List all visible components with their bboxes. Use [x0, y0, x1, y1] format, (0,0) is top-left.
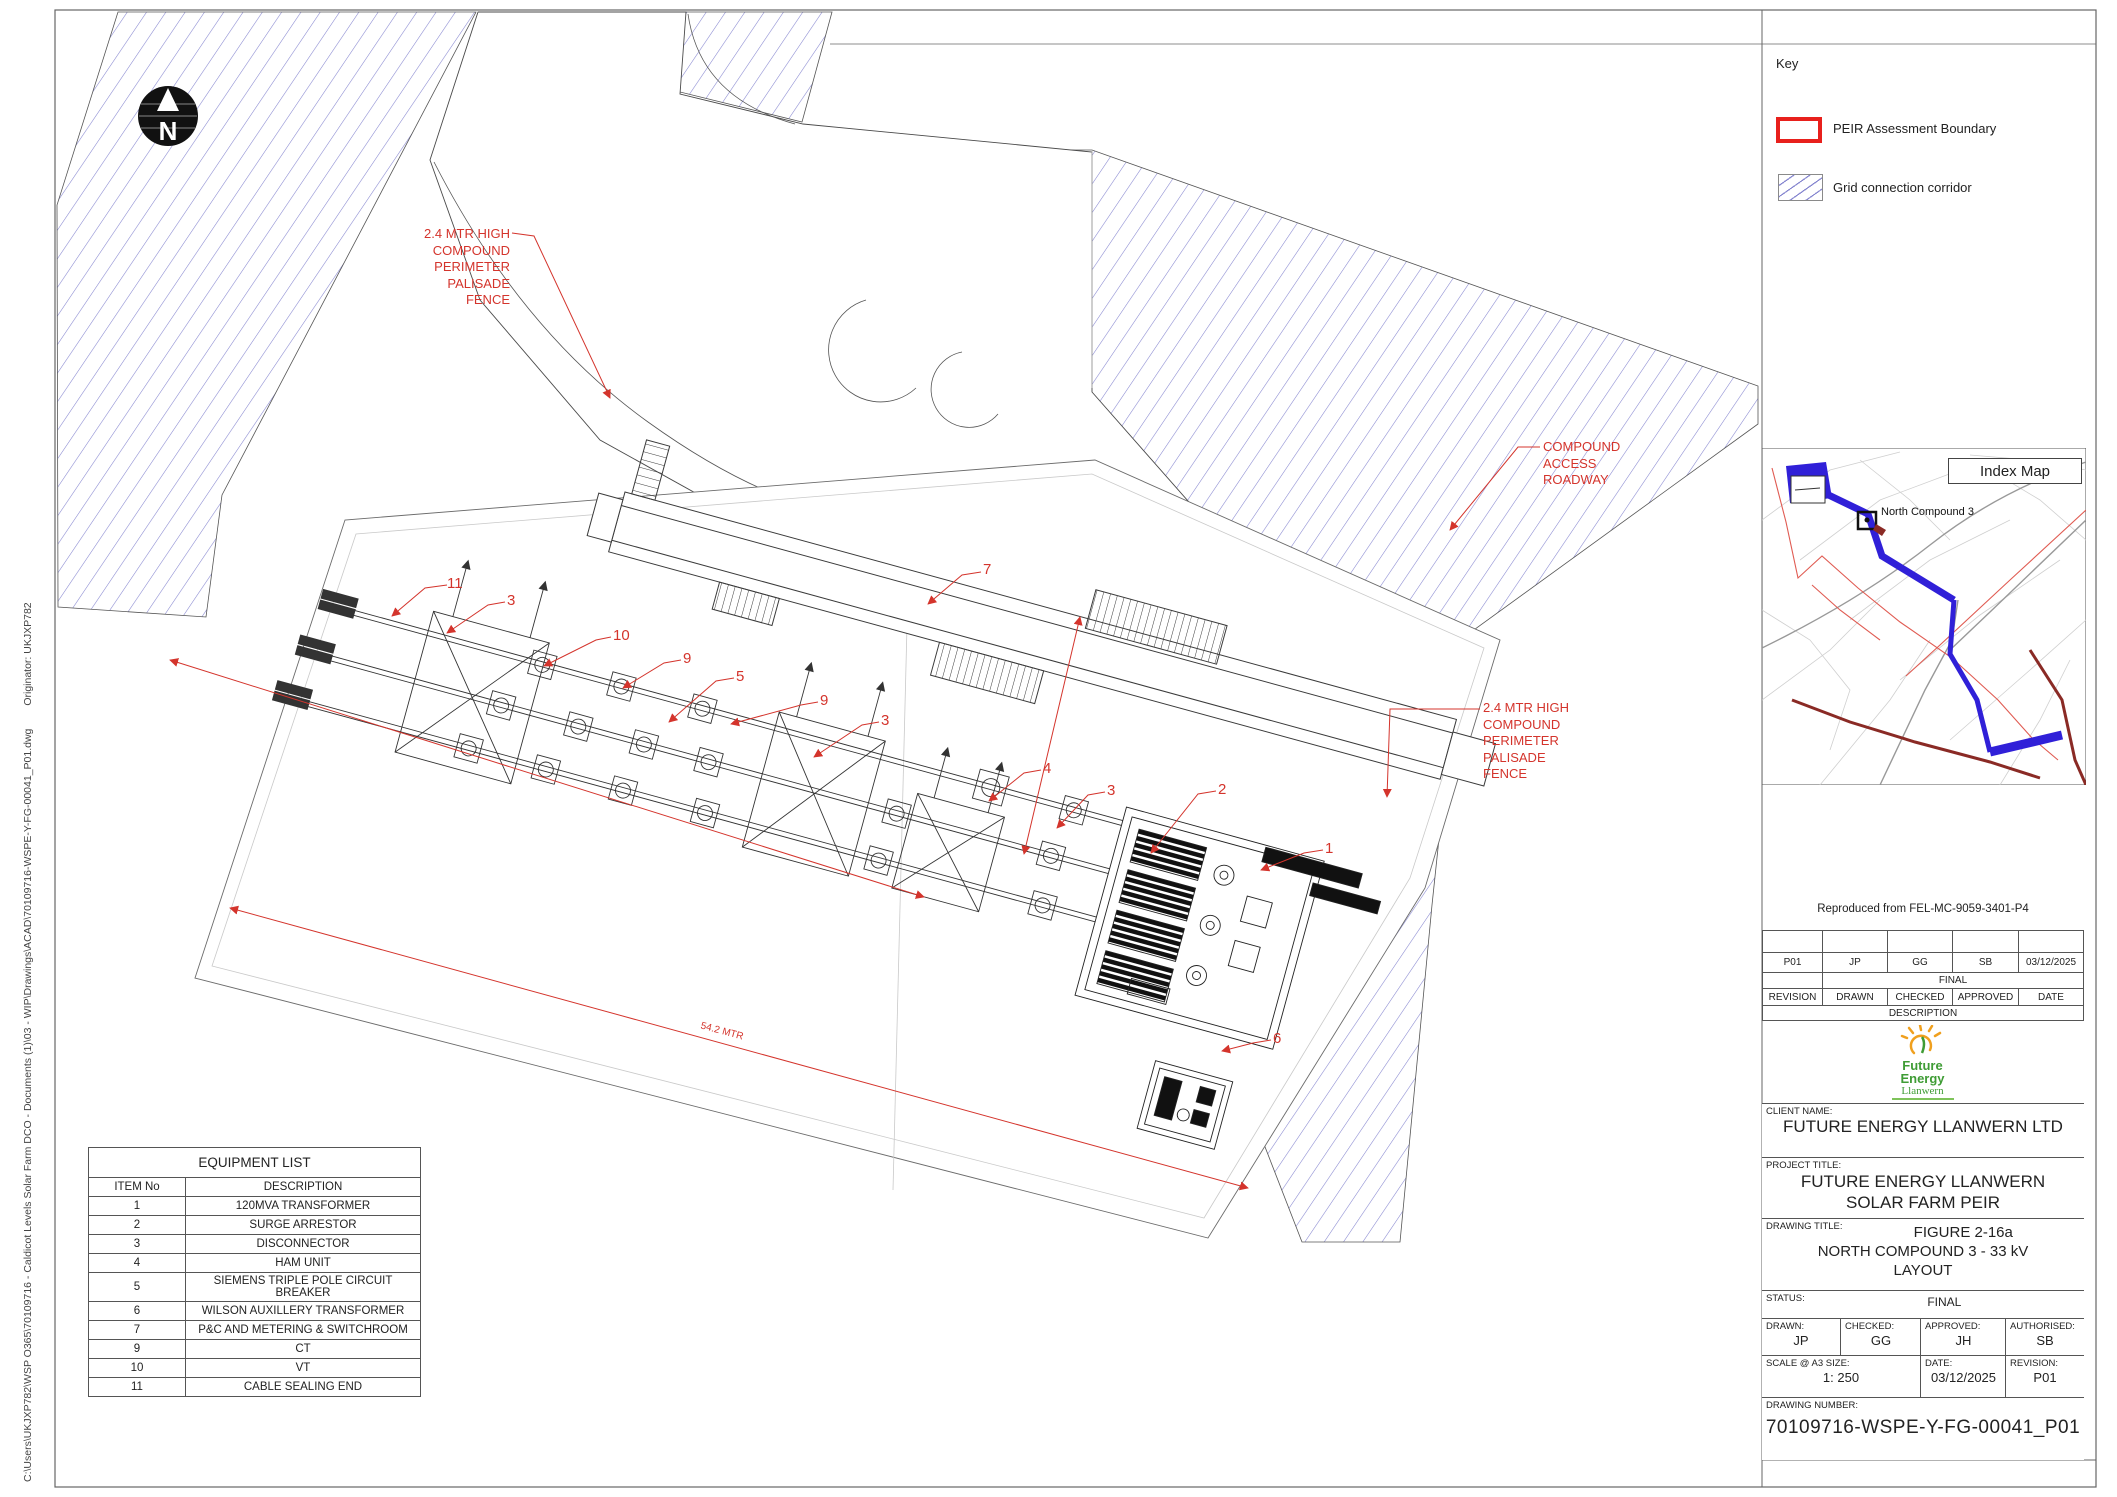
key-title: Key — [1776, 56, 1799, 71]
equipment-list-title: EQUIPMENT LIST — [88, 1147, 421, 1178]
callout-4: 4 — [1043, 760, 1052, 777]
callout-7: 7 — [983, 561, 992, 578]
logo-line3: Llanwern — [1901, 1085, 1944, 1097]
callout-3c: 3 — [1107, 782, 1116, 799]
file-path-margin: C:\Users\UKJXP782\WSP O365\70109716 - Ca… — [22, 602, 34, 1482]
project-title-label: PROJECT TITLE: — [1766, 1160, 1842, 1171]
callout-5: 5 — [736, 668, 745, 685]
north-arrow-icon: N — [138, 86, 198, 146]
checked-value: GG — [1870, 1333, 1892, 1348]
drawing-title-section: DRAWING TITLE: FIGURE 2-16a NORTH COMPOU… — [1762, 1218, 2084, 1291]
peir-boundary-swatch — [1776, 117, 1822, 143]
scale-cell: SCALE @ A3 SIZE: 1: 250 — [1762, 1356, 1920, 1398]
index-map-title: Index Map — [1948, 458, 2082, 484]
drawn-cell: DRAWN: JP — [1762, 1319, 1840, 1356]
fence-annotation-left: 2.4 MTR HIGH COMPOUND PERIMETER PALISADE… — [424, 226, 510, 307]
reproduced-note: Reproduced from FEL-MC-9059-3401-P4 — [1817, 903, 2029, 915]
fence-annotation-right: 2.4 MTR HIGH COMPOUND PERIMETER PALISADE… — [1483, 700, 1569, 781]
checked-cell: CHECKED: GG — [1840, 1319, 1921, 1356]
authorised-cell: AUTHORISED: SB — [2005, 1319, 2084, 1356]
originator-text: Originator: UKJXP782 — [22, 602, 34, 706]
drawn-value: JP — [1793, 1333, 1809, 1348]
callout-3b: 3 — [881, 712, 890, 729]
project-title-section: PROJECT TITLE: FUTURE ENERGY LLANWERN SO… — [1762, 1157, 2084, 1219]
drawing-number-value: 70109716-WSPE-Y-FG-00041_P01 — [1765, 1417, 2081, 1438]
callout-3: 3 — [507, 592, 516, 609]
callout-2: 2 — [1218, 781, 1227, 798]
drawing-number-label: DRAWING NUMBER: — [1766, 1400, 1859, 1411]
revision-table: P01 JP GG SB 03/12/2025 FINAL REVISION D… — [1762, 930, 2084, 1021]
drawing-title-line2: NORTH COMPOUND 3 - 33 kV — [1817, 1243, 2029, 1260]
drawing-number-section: DRAWING NUMBER: 70109716-WSPE-Y-FG-00041… — [1762, 1397, 2084, 1460]
equipment-col-desc: DESCRIPTION — [185, 1177, 421, 1197]
revision-value: P01 — [2033, 1370, 2057, 1385]
future-energy-logo: Future Energy Llanwern — [1762, 1022, 2083, 1103]
logo-line1: Future — [1902, 1058, 1943, 1073]
date-cell: DATE: 03/12/2025 — [1920, 1356, 2006, 1398]
scale-value: 1: 250 — [1822, 1370, 1860, 1385]
callout-9: 9 — [683, 650, 692, 667]
index-map-marker-label: North Compound 3 — [1881, 506, 1974, 518]
client-label: CLIENT NAME: — [1766, 1106, 1833, 1117]
logo-sun-icon — [1900, 1025, 1941, 1055]
callout-10: 10 — [613, 627, 630, 644]
client-name: FUTURE ENERGY LLANWERN LTD — [1783, 1117, 2063, 1136]
logo-line2: Energy — [1900, 1071, 1945, 1086]
grid-corridor-label: Grid connection corridor — [1833, 180, 1972, 195]
revision-final-row: FINAL — [1762, 972, 2084, 989]
peir-boundary-label: PEIR Assessment Boundary — [1833, 121, 1997, 136]
index-map-graphics — [1762, 448, 2086, 785]
revision-cell: REVISION: P01 — [2005, 1356, 2084, 1398]
people-section: DRAWN: JP CHECKED: GG APPROVED: JH AUTHO… — [1762, 1318, 2084, 1356]
red-annotation-lines — [169, 232, 1540, 1191]
client-section: CLIENT NAME: FUTURE ENERGY LLANWERN LTD — [1762, 1103, 2084, 1158]
revision-header-row: REVISION DRAWN CHECKED APPROVED DATE — [1762, 988, 2084, 1006]
roadway-annotation: COMPOUND ACCESS ROADWAY — [1543, 439, 1621, 487]
status-label: STATUS: — [1766, 1293, 1805, 1304]
status-section: STATUS: FINAL — [1762, 1290, 2084, 1319]
callout-9b: 9 — [820, 692, 829, 709]
scale-date-section: SCALE @ A3 SIZE: 1: 250 DATE: 03/12/2025… — [1762, 1355, 2084, 1398]
approved-value: JH — [1955, 1333, 1972, 1348]
revision-data-row: P01 JP GG SB 03/12/2025 — [1762, 952, 2084, 973]
drawing-title-line1: FIGURE 2-16a — [1913, 1224, 2013, 1241]
logo-underline — [1891, 1098, 1954, 1100]
approved-cell: APPROVED: JH — [1920, 1319, 2006, 1356]
project-title-line2: SOLAR FARM PEIR — [1846, 1193, 2000, 1212]
authorised-value: SB — [2036, 1333, 2054, 1348]
callout-6: 6 — [1273, 1030, 1282, 1047]
drawing-title-label: DRAWING TITLE: — [1766, 1221, 1843, 1232]
date-value: 03/12/2025 — [1930, 1370, 1997, 1385]
revision-empty-row — [1762, 930, 2084, 953]
callout-1: 1 — [1325, 840, 1334, 857]
grid-corridor-swatch — [1778, 174, 1823, 201]
status-value: FINAL — [1927, 1295, 1962, 1309]
north-label: N — [159, 116, 178, 146]
file-path-text: C:\Users\UKJXP782\WSP O365\70109716 - Ca… — [22, 728, 34, 1482]
drawing-title-line3: LAYOUT — [1893, 1262, 1953, 1279]
callout-11: 11 — [447, 575, 463, 592]
index-map-compound-marker — [1856, 510, 1878, 531]
revision-description-row: DESCRIPTION — [1762, 1005, 2084, 1021]
project-title-line1: FUTURE ENERGY LLANWERN — [1800, 1172, 2046, 1191]
equipment-col-item: ITEM No — [88, 1177, 186, 1197]
